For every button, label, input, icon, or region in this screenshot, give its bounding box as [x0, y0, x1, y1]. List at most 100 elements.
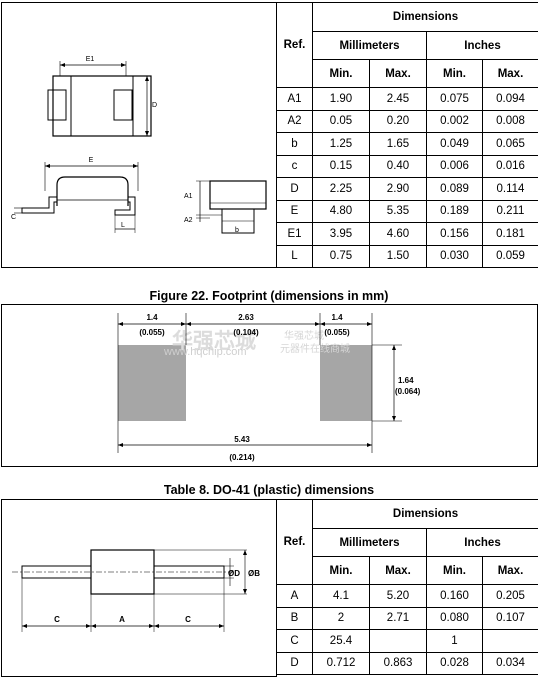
cell-in-min: 0.189 — [427, 200, 483, 223]
dim-total-mm: 5.43 — [234, 435, 250, 444]
watermark-text-3: 华强芯城 — [284, 329, 324, 342]
cell-in-max: 0.094 — [483, 88, 538, 111]
dim-pad-width2-in: (0.055) — [324, 328, 350, 337]
header-inches: Inches — [427, 529, 538, 557]
header-in-max: Max. — [483, 557, 538, 585]
watermark-text-4: 元器件在线商城 — [280, 342, 350, 355]
footprint-caption: Figure 22. Footprint (dimensions in mm) — [0, 289, 538, 303]
do41-dimensions-table: Ref. Dimensions Millimeters Inches Min. … — [276, 499, 538, 675]
cell-ref: A2 — [277, 110, 313, 133]
cell-ref: E — [277, 200, 313, 223]
label-a2: A2 — [184, 217, 193, 224]
cell-ref: A1 — [277, 88, 313, 111]
cell-mm-min: 0.05 — [313, 110, 370, 133]
label-c-left: C — [54, 615, 60, 624]
dim-pad-width2-mm: 1.4 — [331, 313, 343, 322]
cell-mm-min: 25.4 — [313, 630, 370, 653]
cell-in-max: 0.205 — [483, 585, 538, 608]
dim-height-mm: 1.64 — [398, 376, 414, 385]
cell-mm-max: 2.45 — [370, 88, 427, 111]
cell-mm-min: 0.15 — [313, 155, 370, 178]
label-e1: E1 — [86, 56, 95, 63]
dim-pad-width-in: (0.055) — [139, 328, 165, 337]
cell-mm-max: 4.60 — [370, 223, 427, 246]
cell-ref: b — [277, 133, 313, 156]
footprint-panel: 华强芯城 www.hqchip.com 华强芯城 元器件在线商城 1.4 (0.… — [1, 304, 538, 467]
dim-total-in: (0.214) — [229, 453, 255, 462]
cell-mm-min: 0.712 — [313, 652, 370, 675]
cell-mm-max: 2.90 — [370, 178, 427, 201]
cell-mm-min: 2.25 — [313, 178, 370, 201]
dim-pad-width-mm: 1.4 — [146, 313, 158, 322]
cell-in-max: 0.211 — [483, 200, 538, 223]
footprint-drawing: 华强芯城 www.hqchip.com 华强芯城 元器件在线商城 1.4 (0.… — [2, 305, 538, 468]
cell-in-max: 0.008 — [483, 110, 538, 133]
cell-in-min: 0.160 — [427, 585, 483, 608]
label-e: E — [89, 157, 94, 164]
cell-in-min: 0.028 — [427, 652, 483, 675]
header-millimeters: Millimeters — [313, 529, 427, 557]
cell-ref: B — [277, 607, 313, 630]
cell-mm-min: 3.95 — [313, 223, 370, 246]
cell-in-min: 0.049 — [427, 133, 483, 156]
cell-in-max: 0.065 — [483, 133, 538, 156]
footprint-pad-right — [320, 345, 372, 421]
cell-ref: C — [277, 630, 313, 653]
cell-mm-max: 2.71 — [370, 607, 427, 630]
do41-caption: Table 8. DO-41 (plastic) dimensions — [0, 483, 538, 497]
do41-drawing-panel: ØD ØB C A C — [1, 499, 277, 677]
header-in-min: Min. — [427, 557, 483, 585]
cell-ref: E1 — [277, 223, 313, 246]
label-a: A — [119, 615, 125, 624]
cell-mm-max — [370, 630, 427, 653]
header-mm-max: Max. — [370, 557, 427, 585]
label-c-lead: C — [11, 214, 16, 221]
cell-in-min: 1 — [427, 630, 483, 653]
cell-mm-min: 0.75 — [313, 245, 370, 268]
label-d: D — [152, 102, 157, 109]
cell-ref: A — [277, 585, 313, 608]
header-in-max: Max. — [483, 60, 538, 88]
cell-in-min: 0.156 — [427, 223, 483, 246]
dim-height-in: (0.064) — [395, 387, 421, 396]
cell-ref: D — [277, 652, 313, 675]
cell-in-max: 0.016 — [483, 155, 538, 178]
watermark-text-2: www.hqchip.com — [163, 346, 247, 358]
header-inches: Inches — [427, 32, 538, 60]
cell-mm-max: 5.35 — [370, 200, 427, 223]
cell-mm-max: 0.20 — [370, 110, 427, 133]
label-a1: A1 — [184, 193, 193, 200]
header-mm-min: Min. — [313, 557, 370, 585]
cell-mm-min: 4.80 — [313, 200, 370, 223]
header-dimensions: Dimensions — [313, 3, 538, 32]
label-b: b — [235, 227, 239, 234]
cell-mm-max: 0.863 — [370, 652, 427, 675]
header-millimeters: Millimeters — [313, 32, 427, 60]
header-in-min: Min. — [427, 60, 483, 88]
label-l: L — [121, 222, 125, 229]
cell-mm-max: 1.50 — [370, 245, 427, 268]
header-ref: Ref. — [277, 3, 313, 88]
cell-mm-min: 1.25 — [313, 133, 370, 156]
do41-drawing: ØD ØB C A C — [2, 500, 278, 678]
label-od: ØD — [228, 569, 240, 578]
cell-mm-max: 1.65 — [370, 133, 427, 156]
cell-in-min: 0.006 — [427, 155, 483, 178]
cell-in-max: 0.059 — [483, 245, 538, 268]
dim-gap-in: (0.104) — [233, 328, 259, 337]
cell-in-min: 0.075 — [427, 88, 483, 111]
header-dimensions: Dimensions — [313, 500, 538, 529]
cell-ref: c — [277, 155, 313, 178]
